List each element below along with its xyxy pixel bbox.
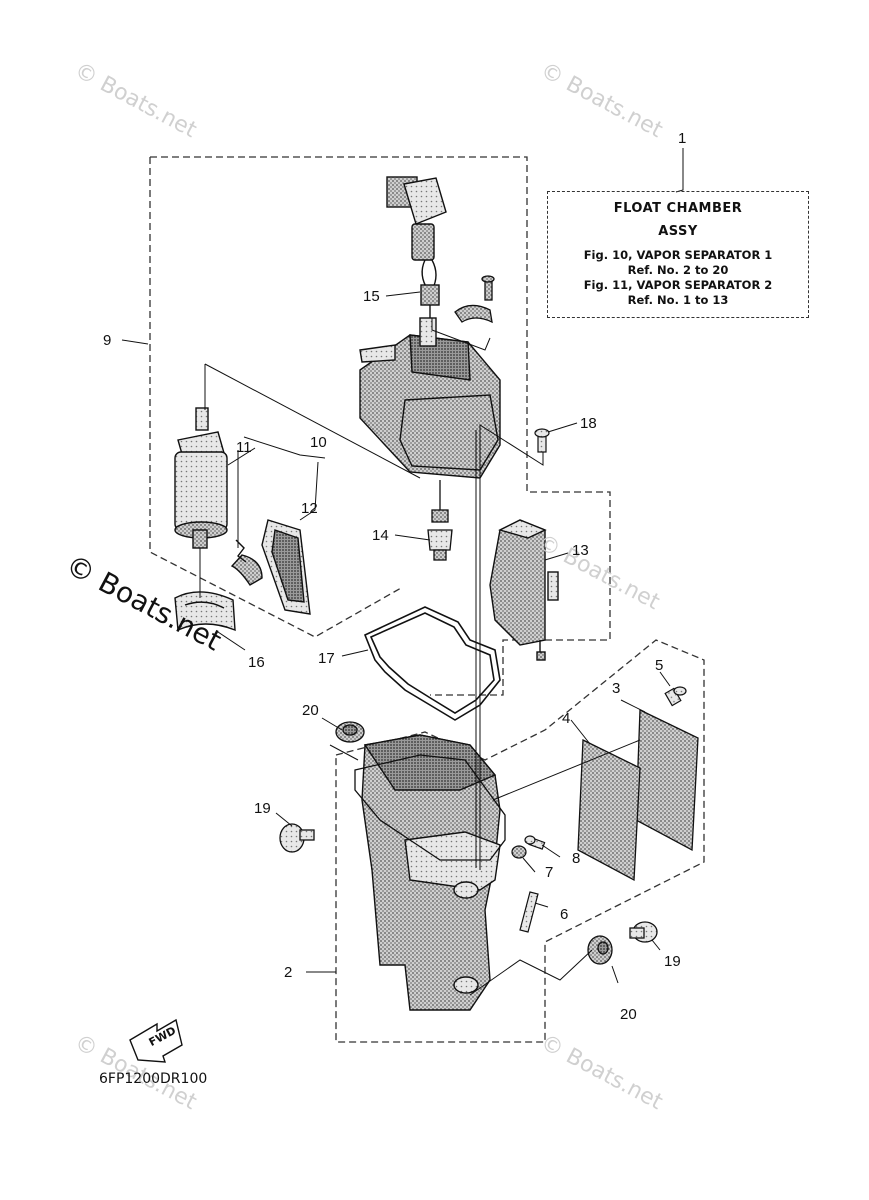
callout-16: 16 [248,654,265,671]
plug-20-upper [335,721,365,743]
callout-17: 17 [318,650,335,667]
callout-2: 2 [284,964,293,981]
pump-bracket [174,591,236,632]
control-module [489,519,559,661]
callout-20-upper: 20 [302,702,319,719]
callout-12: 12 [301,500,318,517]
callout-20-lower: 20 [620,1006,637,1023]
callout-19-right: 19 [664,953,681,970]
info-title: FLOAT CHAMBER [613,201,743,216]
connector-harness [386,176,447,318]
float-sensor [427,480,453,561]
info-subtitle: ASSY [658,224,698,239]
nut-7 [511,845,527,859]
callout-6: 6 [560,906,569,923]
assembly-9-boundary [149,156,611,696]
info-fig10: Fig. 10, VAPOR SEPARATOR 1 [583,248,773,262]
callout-13: 13 [572,542,589,559]
callout-10: 10 [310,434,327,451]
callout-4: 4 [562,710,571,727]
info-fig11-ref: Ref. No. 1 to 13 [627,293,729,307]
screw-18 [534,428,550,453]
plug-19-right [629,921,658,943]
cover-plate [635,708,699,852]
float-chamber-body [361,734,501,1011]
callout-8: 8 [572,850,581,867]
callout-3: 3 [612,680,621,697]
callout-19-left: 19 [254,800,271,817]
fwd-arrow [129,1018,183,1063]
screw-5 [664,686,687,707]
callout-11: 11 [236,439,252,456]
screw-8 [524,835,546,850]
callout-7: 7 [545,864,554,881]
body-gasket [354,754,506,861]
info-box: FLOAT CHAMBER ASSY Fig. 10, VAPOR SEPARA… [547,191,809,318]
info-fig11: Fig. 11, VAPOR SEPARATOR 2 [583,278,773,292]
bolt-6 [519,891,539,933]
fuel-pump [174,407,228,549]
vapor-separator-cover [359,317,501,479]
diagram-code: 6FP1200DR100 [99,1071,208,1087]
callout-18: 18 [580,415,597,432]
callout-15: 15 [363,288,380,305]
info-fig10-ref: Ref. No. 2 to 20 [627,263,729,277]
fuel-filter [230,519,311,615]
leader-lines [121,148,684,996]
callout-1: 1 [678,130,687,147]
cover-gasket [577,738,641,882]
callout-14: 14 [372,527,389,544]
callout-9: 9 [103,332,112,349]
retainer-clip [454,275,495,324]
plug-20-lower [587,935,613,965]
callout-5: 5 [655,657,664,674]
plug-19-left [279,823,315,853]
